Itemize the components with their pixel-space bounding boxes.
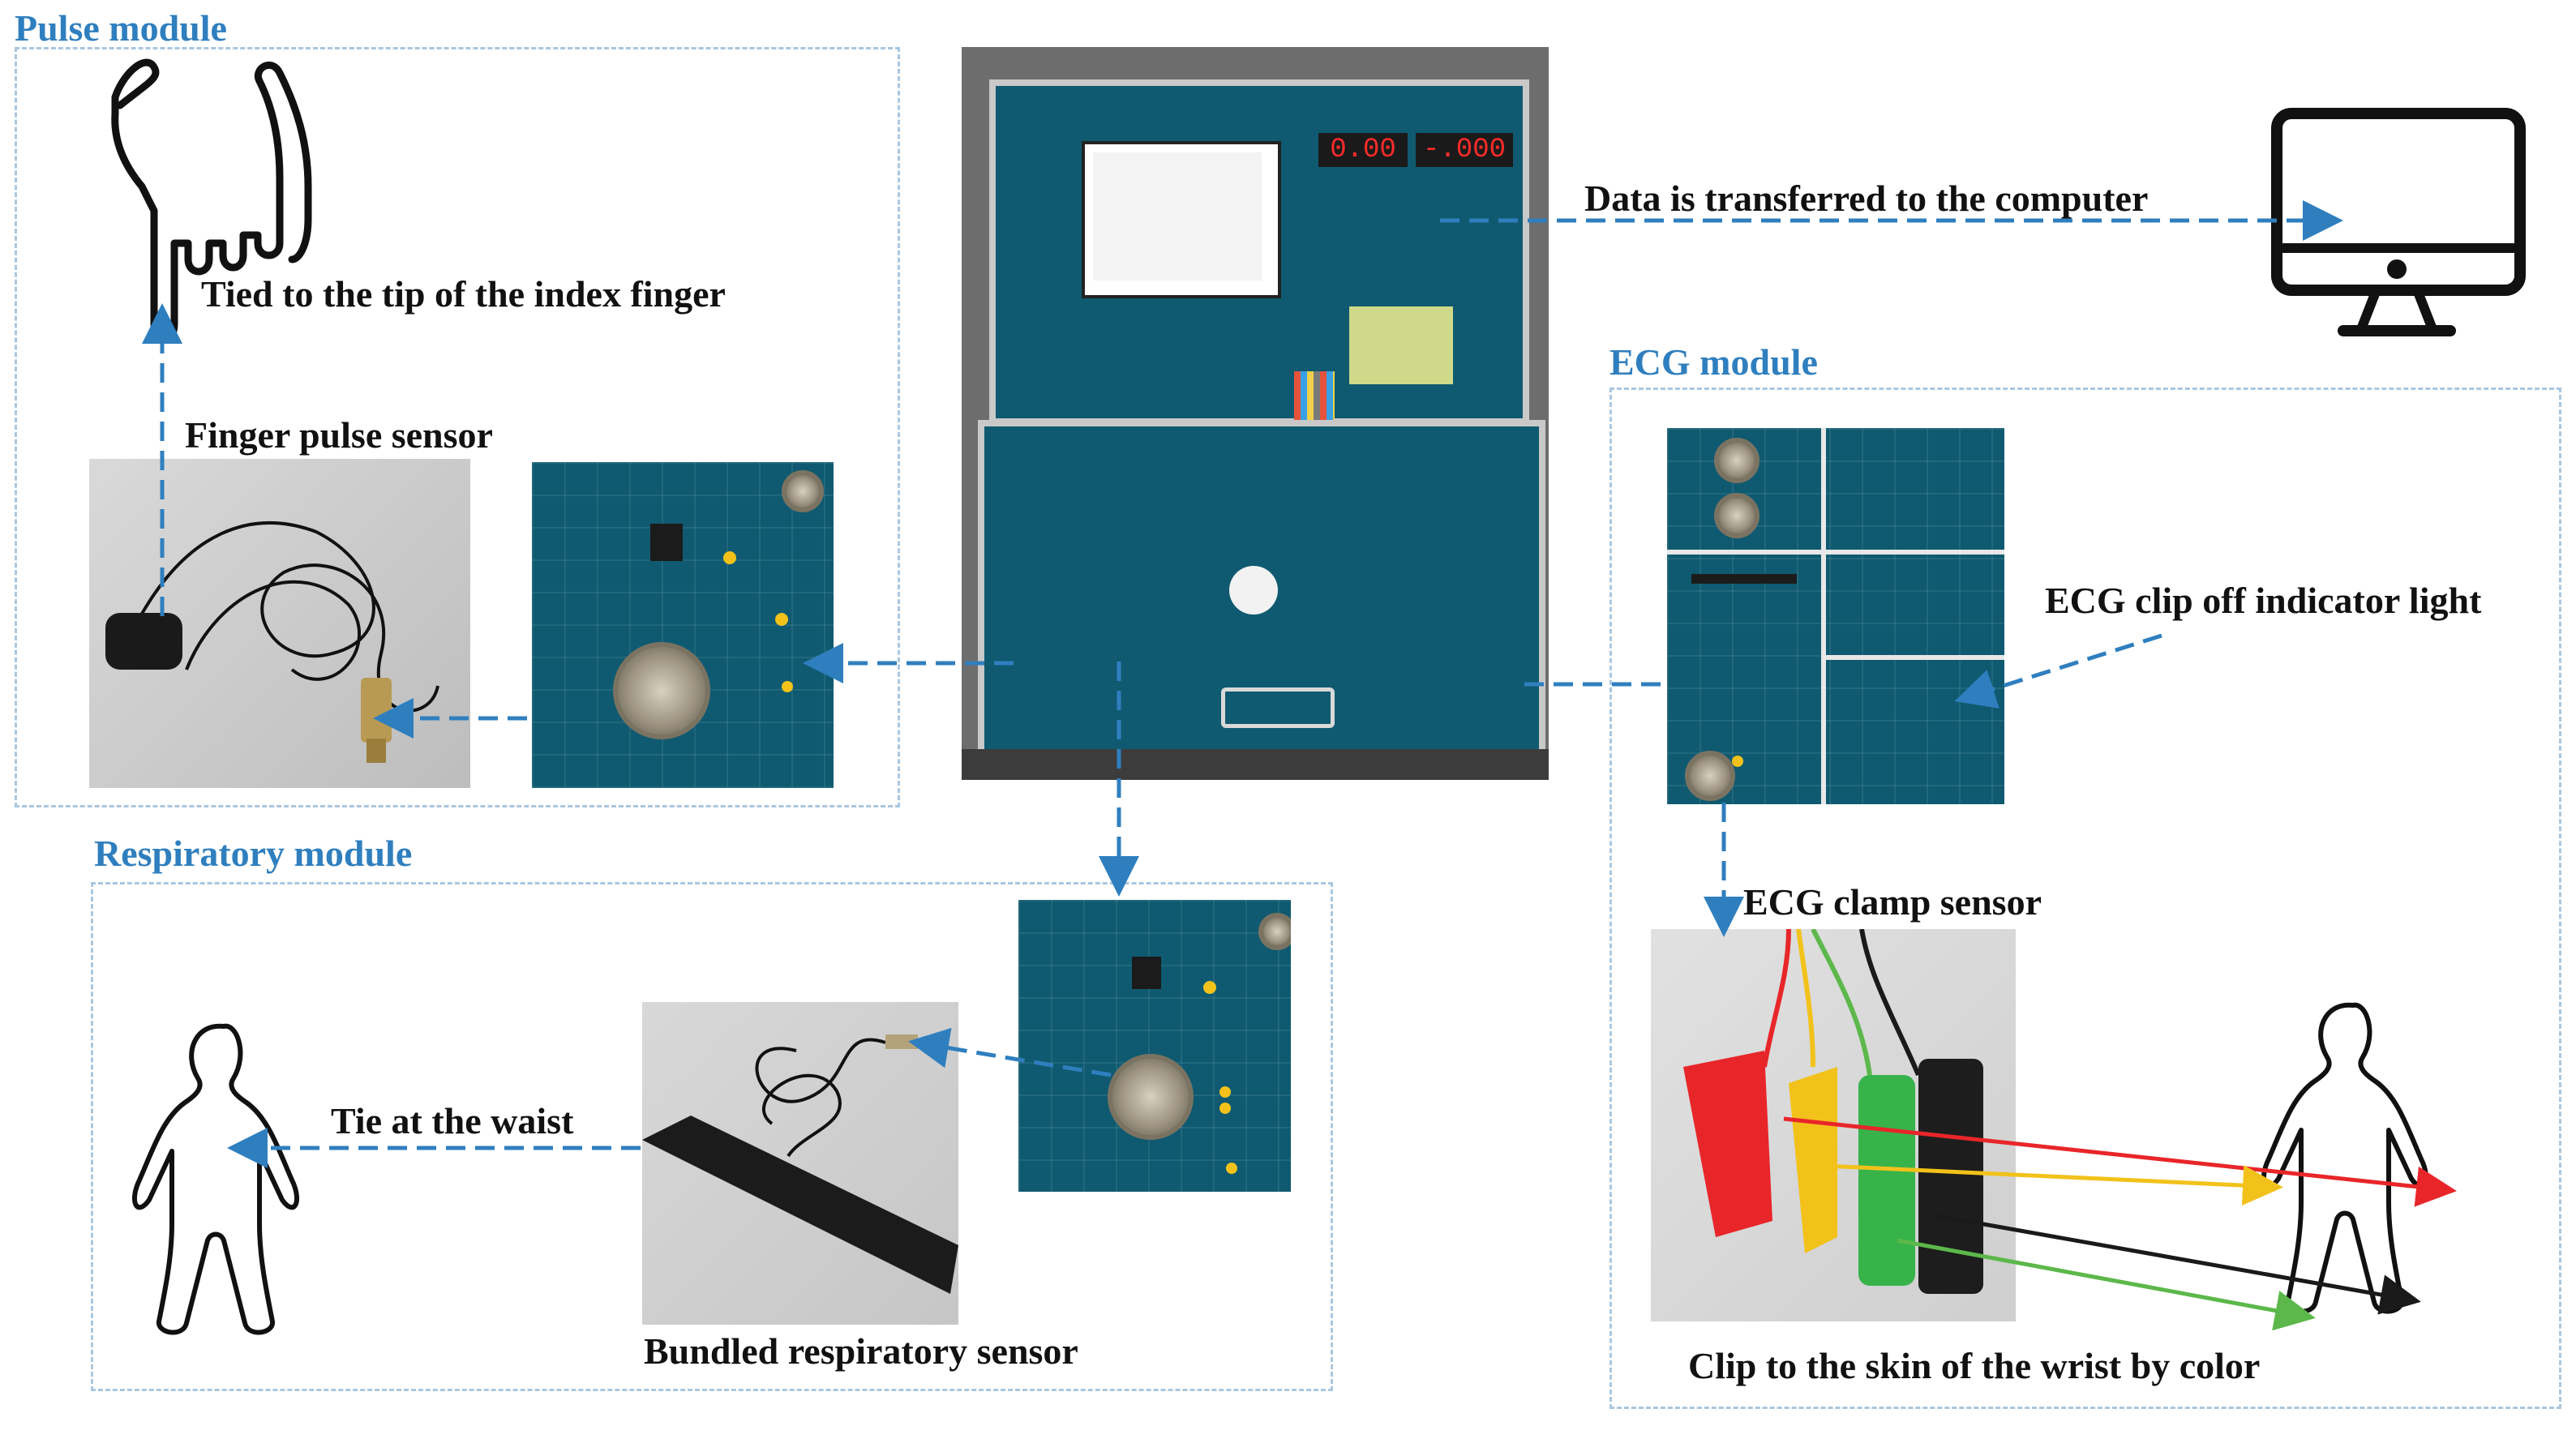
data-transfer-label: Data is transferred to the computer [1584,178,2149,219]
finger-sensor-label: Finger pulse sensor [185,414,493,456]
ecg-clip-wrist-label: Clip to the skin of the wrist by color [1688,1345,2261,1386]
ecg-pcb-photo [1667,428,2004,804]
ecg-clamp-sensor-photo [1651,929,2016,1321]
ecg-module-title: ECG module [1609,341,1818,383]
main-device-photo: 0.00 -.000 [962,47,1549,780]
respiratory-belt-photo [642,1002,958,1325]
finger-tip-label: Tied to the tip of the index finger [201,273,726,315]
waist-label: Tie at the waist [331,1100,574,1141]
respiratory-module-title: Respiratory module [94,833,413,874]
right-readout: -.000 [1416,133,1513,167]
respiratory-module-box [91,882,1333,1391]
pulse-pcb-photo [532,462,834,788]
ecg-indicator-label: ECG clip off indicator light [2045,580,2482,621]
finger-pulse-sensor-photo [89,459,470,788]
ecg-clamp-label: ECG clamp sensor [1743,881,2042,923]
resp-sensor-label: Bundled respiratory sensor [644,1330,1078,1372]
respiratory-pcb-photo [1018,900,1291,1192]
pulse-module-box [15,47,900,807]
pulse-module-title: Pulse module [15,7,227,49]
ecg-module-box [1609,388,2561,1409]
left-readout: 0.00 [1318,133,1408,167]
